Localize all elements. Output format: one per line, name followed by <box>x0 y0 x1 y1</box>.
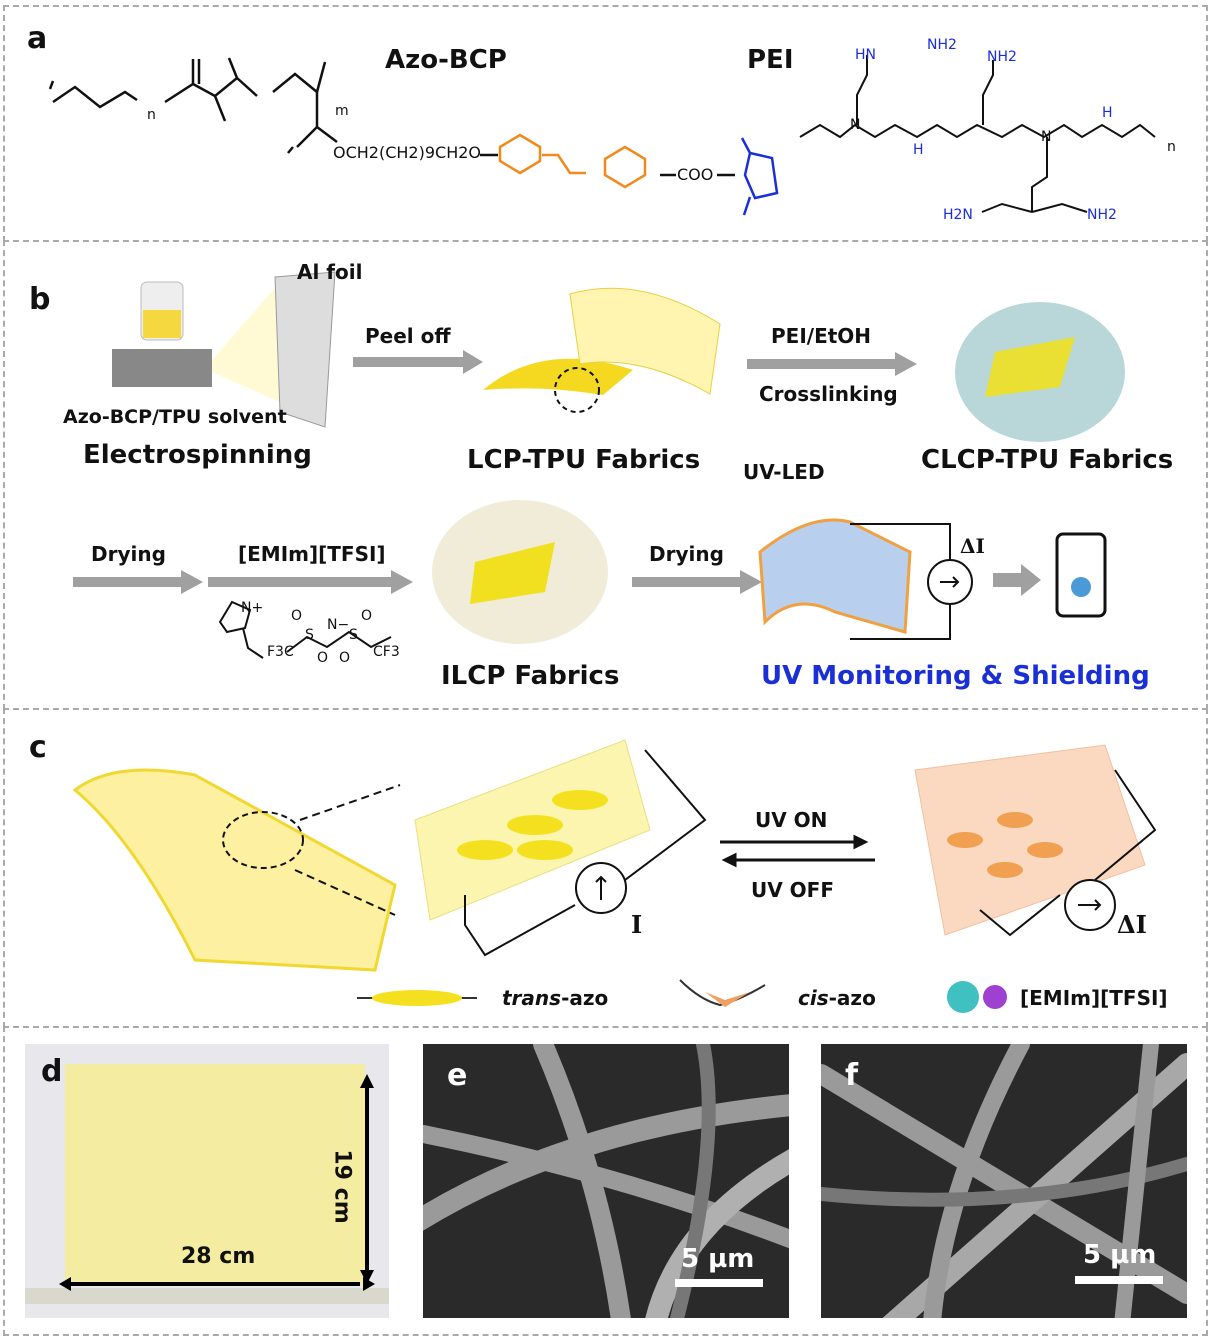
azo-bcp-structure <box>48 55 1156 216</box>
legend-italic: trans <box>502 986 562 1010</box>
ion-label: N− <box>327 617 350 633</box>
panel-a: a Azo-BCP PEI n m OCH2(CH2)9CH2O COO HN … <box>3 5 1208 242</box>
width-dimension: 28 cm <box>181 1244 256 1269</box>
pei-group: H <box>913 142 924 158</box>
tfsi-structure <box>286 630 392 653</box>
mechanism-illustration <box>72 739 1157 1013</box>
cation-icon <box>947 981 979 1013</box>
cis-fiber <box>914 744 1146 936</box>
ion-label: N+ <box>241 600 264 616</box>
legend-text: [EMIm][TFSI] <box>1020 986 1168 1010</box>
sem-image-e: e 5 µm <box>423 1044 789 1318</box>
ion-label: O <box>361 608 373 624</box>
drying-label: Drying <box>649 542 724 566</box>
legend-text: -azo <box>561 986 609 1010</box>
syringe <box>112 349 212 387</box>
panel-b: b Al foil Azo-BCP/TPU solvent Electrospi… <box>3 240 1208 710</box>
drying-label: Drying <box>91 542 166 566</box>
m-subscript: m <box>335 103 349 119</box>
delta-i-label: ΔI <box>1117 910 1147 939</box>
legend-trans: trans-azo <box>502 986 608 1010</box>
solvent-label: Azo-BCP/TPU solvent <box>63 406 287 428</box>
smartphone-icon <box>1055 532 1107 618</box>
lcp-fabric-sheet <box>483 358 633 395</box>
uv-led-label: UV-LED <box>743 460 825 484</box>
current-label: I <box>631 910 643 939</box>
panel-label: f <box>845 1058 859 1093</box>
ruler <box>25 1288 389 1304</box>
emim-label: [EMIm][TFSI] <box>238 542 386 566</box>
n-subscript: n <box>147 107 156 123</box>
ion-label: CF3 <box>373 644 400 660</box>
peel-off-label: Peel off <box>365 324 451 348</box>
crosslinking-label: Crosslinking <box>759 382 898 406</box>
pei-title: PEI <box>747 45 794 75</box>
uv-fabric <box>758 518 912 634</box>
uv-on-label: UV ON <box>755 808 828 832</box>
legend-text: -azo <box>828 986 876 1010</box>
legend-italic: cis <box>798 986 829 1010</box>
panel-label: a <box>27 21 48 56</box>
panel-label: b <box>29 282 51 317</box>
pei-group: NH2 <box>927 37 957 53</box>
delta-i-label: ΔI <box>960 534 985 558</box>
panel-def: d 28 cm 19 cm e 5 µm f 5 µm <box>3 1026 1208 1336</box>
fabric-mesh <box>72 768 397 972</box>
trans-azo-legend-icon <box>372 990 462 1006</box>
pei-group: NH2 <box>1087 207 1117 223</box>
panel-c: c UV ON UV OFF I ΔI trans-azo cis-azo [E… <box>3 708 1208 1028</box>
ion-label: F3C <box>267 644 294 660</box>
pei-group: NH2 <box>987 49 1017 65</box>
emim-structure <box>218 600 264 659</box>
electrospinning-label: Electrospinning <box>83 440 312 470</box>
pei-group: N <box>850 117 861 133</box>
legend-cis: cis-azo <box>798 986 876 1010</box>
height-dimension: 19 cm <box>329 1149 355 1224</box>
azo-bcp-title: Azo-BCP <box>385 45 507 75</box>
pei-structure <box>799 55 1156 213</box>
anion-icon <box>983 985 1007 1009</box>
coo-text: COO <box>677 165 714 184</box>
scale-bar-label: 5 µm <box>681 1244 755 1274</box>
azo-chain-text: OCH2(CH2)9CH2O <box>333 143 481 162</box>
process-illustrations <box>73 271 1125 659</box>
ion-label: O <box>291 608 303 624</box>
uv-off-label: UV OFF <box>751 878 835 902</box>
ion-label: S <box>349 627 358 643</box>
lcp-tpu-label: LCP-TPU Fabrics <box>467 445 701 475</box>
ilcp-label: ILCP Fabrics <box>441 661 620 691</box>
fabric-mesh <box>569 287 721 395</box>
al-foil <box>274 271 336 428</box>
fabric-photo: d 28 cm 19 cm <box>25 1044 389 1318</box>
pei-group: N <box>1041 129 1052 145</box>
ion-label: O <box>317 650 329 666</box>
sem-image-f: f 5 µm <box>821 1044 1187 1318</box>
ion-label: S <box>305 627 314 643</box>
scale-bar-label: 5 µm <box>1083 1240 1157 1270</box>
pei-group: H <box>1102 105 1113 121</box>
pei-group: HN <box>855 47 876 63</box>
pei-etoh-label: PEI/EtOH <box>771 324 872 348</box>
pei-group: n <box>1167 139 1176 155</box>
al-foil-label: Al foil <box>297 260 363 284</box>
legend-ionic-liquid: [EMIm][TFSI] <box>1020 986 1168 1010</box>
pei-group: H2N <box>943 207 973 223</box>
panel-label: e <box>447 1058 468 1093</box>
clcp-tpu-label: CLCP-TPU Fabrics <box>921 445 1174 475</box>
cis-azo-legend-icon <box>705 992 750 1007</box>
panel-label: d <box>41 1054 63 1089</box>
ion-label: O <box>339 650 351 666</box>
panel-label: c <box>29 730 47 765</box>
uv-monitoring-title: UV Monitoring & Shielding <box>761 661 1150 691</box>
